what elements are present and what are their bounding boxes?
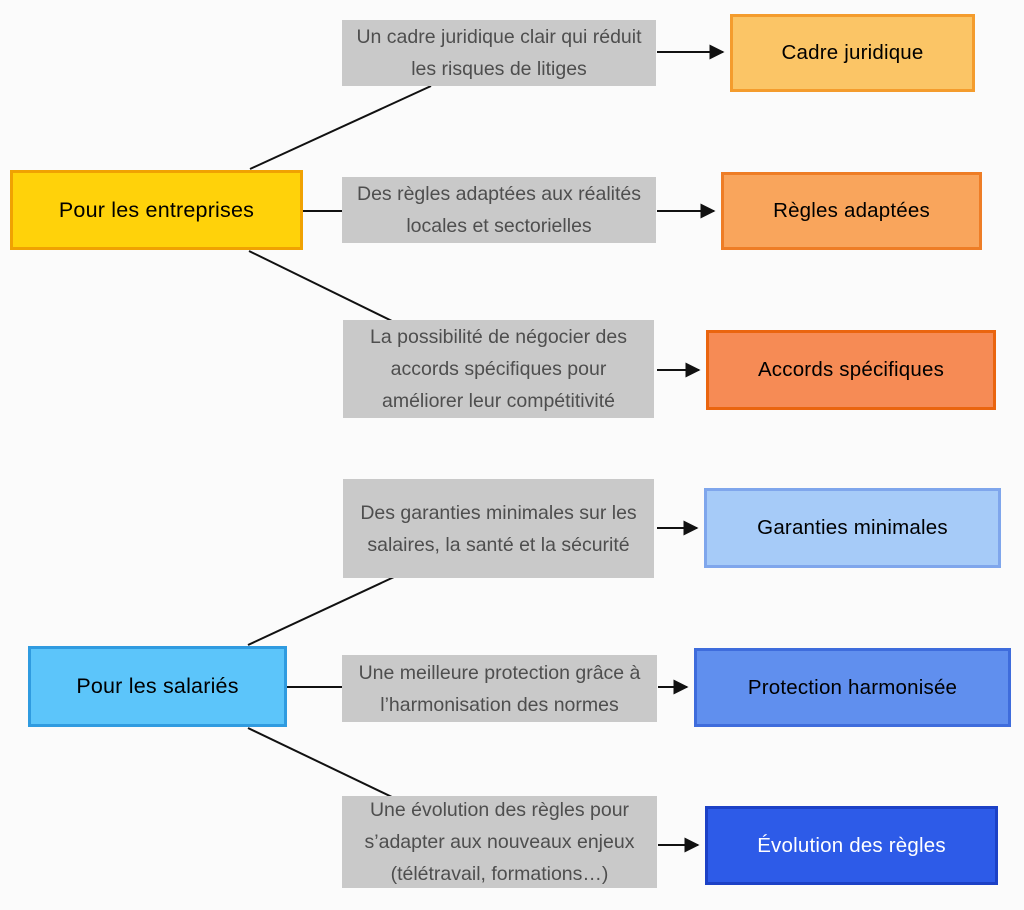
description-text: Des garanties minimales sur les salaires… [360,501,637,556]
description-box: Une évolution des règles pour s’adapter … [342,796,657,888]
result-box-protection-harmonisee: Protection harmonisée [694,648,1011,727]
description-text: Une meilleure protection grâce à l’harmo… [358,661,641,716]
connector-line [248,250,393,322]
result-label: Évolution des règles [757,833,946,857]
result-label: Protection harmonisée [747,675,958,699]
node-label: Pour les entreprises [58,197,255,222]
description-box: Des règles adaptées aux réalités locales… [342,177,656,243]
connector-line [247,576,395,646]
result-box-evolution-des-regles: Évolution des règles [705,806,998,885]
connector-line [247,727,393,798]
node-pour-les-salaries: Pour les salariés [28,646,287,727]
description-text: La possibilité de négocier des accords s… [370,326,627,412]
description-box: Des garanties minimales sur les salaires… [343,479,654,578]
description-text: Un cadre juridique clair qui réduit les … [356,26,642,80]
result-label: Cadre juridique [781,41,924,64]
description-text: Une évolution des règles pour s’adapter … [364,799,635,885]
description-box: La possibilité de négocier des accords s… [343,320,654,418]
result-box-regles-adaptees: Règles adaptées [721,172,982,250]
result-box-garanties-minimales: Garanties minimales [704,488,1001,568]
result-box-cadre-juridique: Cadre juridique [730,14,975,92]
description-box: Un cadre juridique clair qui réduit les … [342,20,656,86]
node-pour-les-entreprises: Pour les entreprises [10,170,303,250]
connector-line [249,85,432,170]
description-text: Des règles adaptées aux réalités locales… [357,183,641,237]
node-label: Pour les salariés [76,674,239,698]
result-box-accords-specifiques: Accords spécifiques [706,330,996,410]
result-label: Règles adaptées [773,199,930,222]
result-label: Accords spécifiques [757,358,945,381]
description-box: Une meilleure protection grâce à l’harmo… [342,655,657,722]
result-label: Garanties minimales [757,516,948,539]
